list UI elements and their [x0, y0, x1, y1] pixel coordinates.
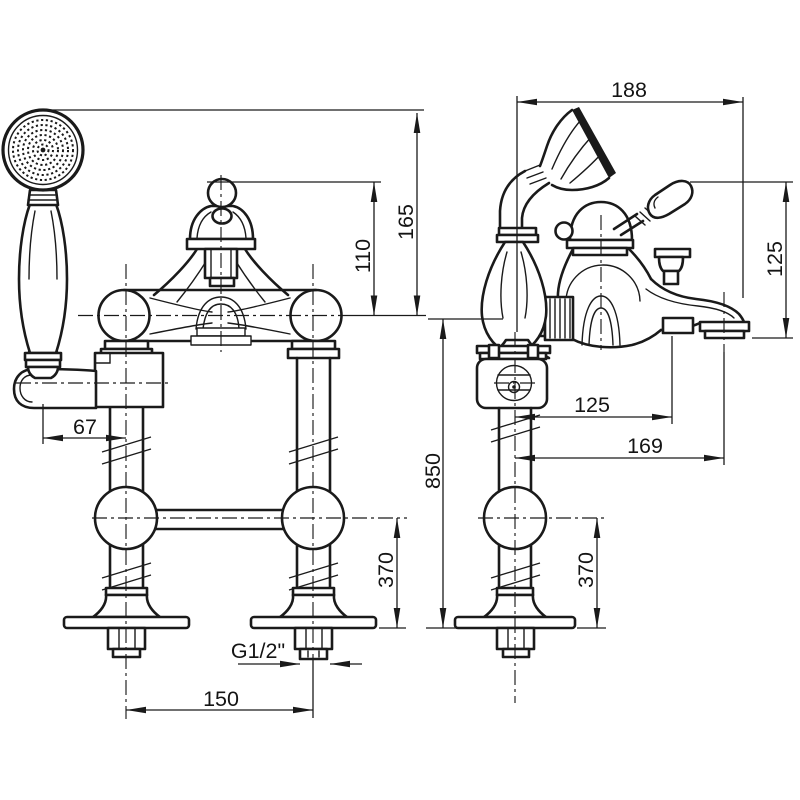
dim-label-169: 169 [627, 434, 663, 458]
dim-label-370-side: 370 [574, 552, 598, 588]
dim-label-67: 67 [73, 415, 97, 439]
shower-cradle [475, 357, 549, 410]
legs-front [12, 339, 378, 661]
shower-handle [17, 202, 69, 355]
lever-handle [612, 179, 694, 237]
dim-label-110: 110 [351, 239, 375, 273]
dim-label-850: 850 [421, 453, 445, 489]
dimension-annotations: 188 165 110 125 67 125 169 850 370 370 1… [40, 78, 793, 718]
dim-label-370-front: 370 [374, 552, 398, 588]
dim-label-125-vertical: 125 [763, 241, 787, 277]
dim-label-165: 165 [394, 204, 418, 240]
side-view [453, 107, 751, 659]
diverter-knob [653, 247, 692, 286]
thread-size-label: G1/2" [231, 639, 285, 663]
mixer-body-front [97, 177, 343, 346]
knob-ball [206, 177, 238, 209]
centerlines [16, 175, 725, 719]
knob-bead [211, 207, 233, 225]
dim-label-150: 150 [203, 687, 239, 711]
dim-label-188: 188 [611, 78, 647, 102]
hand-shower-front [1, 108, 85, 380]
dim-label-125-horizontal: 125 [574, 393, 610, 417]
hose-block [93, 351, 165, 409]
front-view [1, 108, 378, 661]
spout-tab [661, 316, 695, 335]
shower-handle-side [480, 240, 548, 353]
mixer-body-side [533, 179, 751, 349]
